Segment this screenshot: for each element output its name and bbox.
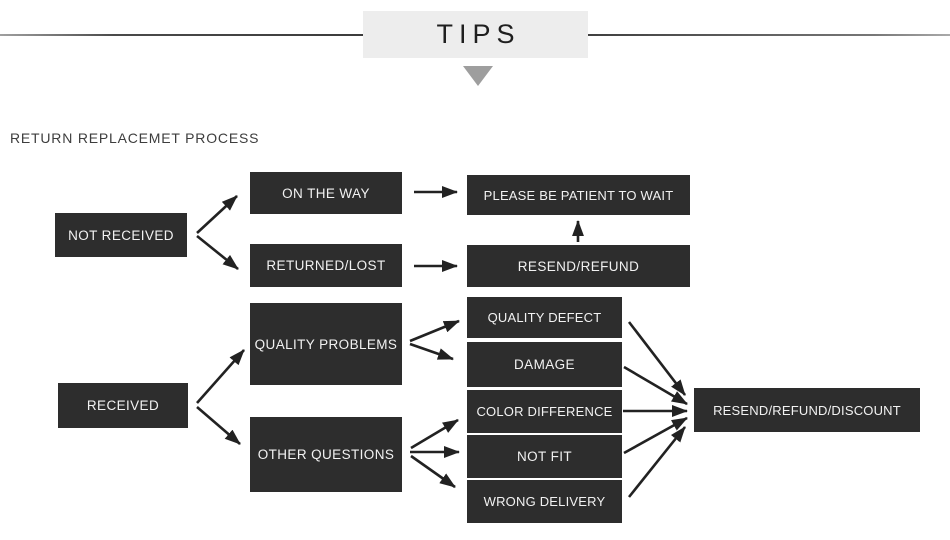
node-other-questions: OTHER QUESTIONS [250, 417, 402, 492]
node-please-be-patient-to-wait: PLEASE BE PATIENT TO WAIT [467, 175, 690, 215]
node-returned-lost: RETURNED/LOST [250, 244, 402, 287]
header-title-box: TIPS [363, 11, 588, 58]
node-color-difference: COLOR DIFFERENCE [467, 390, 622, 433]
section-title: RETURN REPLACEMET PROCESS [10, 130, 260, 146]
node-wrong-delivery: WRONG DELIVERY [467, 480, 622, 523]
node-not-fit: NOT FIT [467, 435, 622, 478]
node-quality-defect: QUALITY DEFECT [467, 297, 622, 338]
node-received: RECEIVED [58, 383, 188, 428]
header-title: TIPS [436, 19, 521, 49]
node-resend-refund-discount: RESEND/REFUND/DISCOUNT [694, 388, 920, 432]
node-resend-refund: RESEND/REFUND [467, 245, 690, 287]
node-on-the-way: ON THE WAY [250, 172, 402, 214]
node-not-received: NOT RECEIVED [55, 213, 187, 257]
node-quality-problems: QUALITY PROBLEMS [250, 303, 402, 385]
node-damage: DAMAGE [467, 342, 622, 387]
down-triangle-icon [463, 66, 493, 86]
